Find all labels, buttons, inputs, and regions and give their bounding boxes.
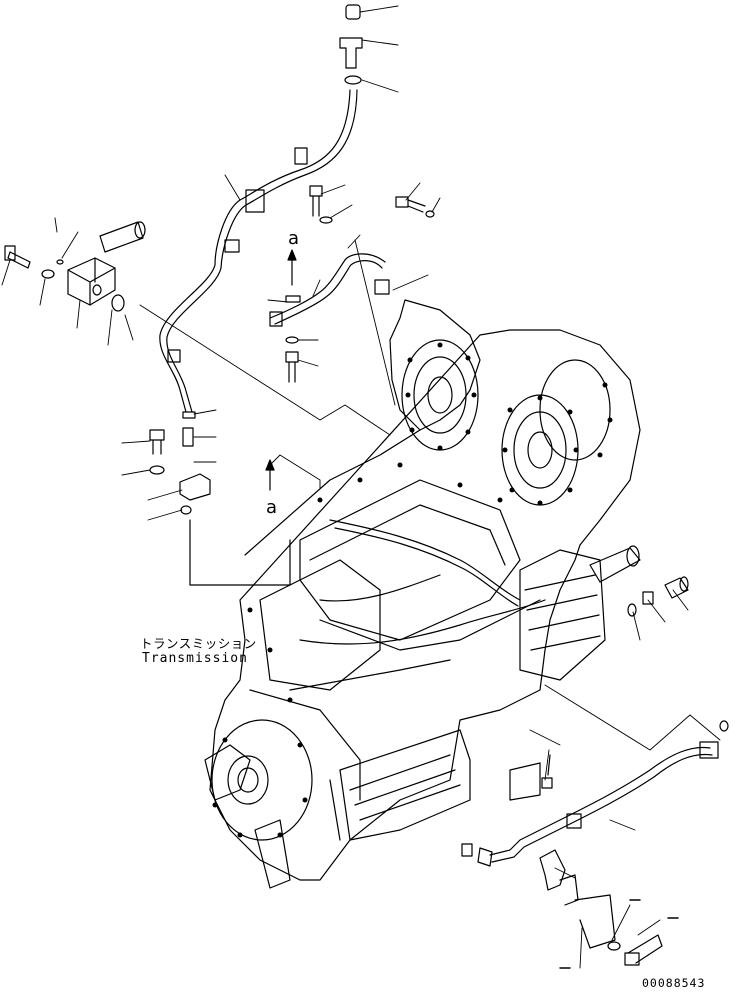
view-marker-a-bottom: a <box>266 497 278 518</box>
lower-pipe-assembly <box>461 741 719 966</box>
transmission-body <box>204 299 641 889</box>
center-hose-and-bolts <box>269 185 435 383</box>
right-small-parts <box>627 576 729 732</box>
left-valve-block <box>4 221 146 312</box>
upper-hose-assembly <box>159 4 363 413</box>
callout-dashes <box>559 899 679 969</box>
callout-frames <box>139 304 721 751</box>
transmission-label-jp: トランスミッション <box>140 636 257 651</box>
leader-lines <box>1 5 689 969</box>
transmission-label-en: Transmission <box>142 651 248 666</box>
view-arrows <box>265 459 275 491</box>
drawing-code: 00088543 <box>642 976 706 990</box>
view-marker-a-top: a <box>288 228 300 249</box>
